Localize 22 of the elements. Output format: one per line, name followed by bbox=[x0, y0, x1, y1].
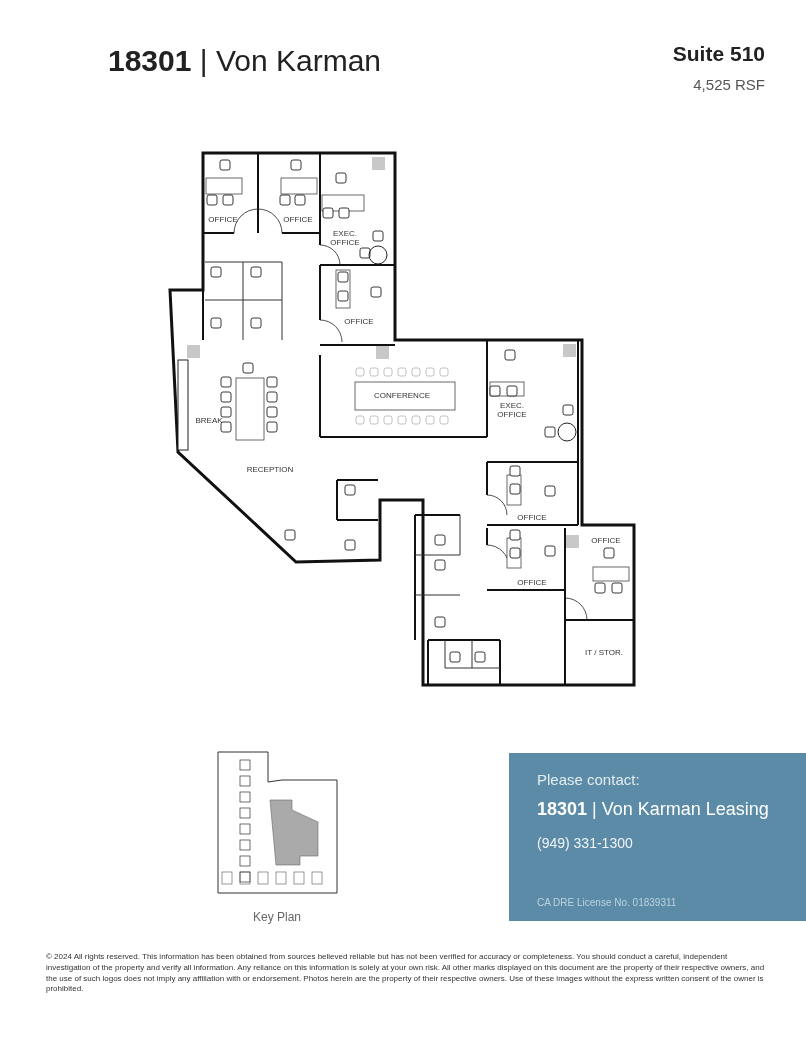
room-label: EXEC. OFFICE bbox=[496, 400, 528, 420]
room-label: EXEC. OFFICE bbox=[329, 228, 361, 248]
title: 18301 | Von Karman bbox=[108, 44, 381, 78]
key-plan-caption: Key Plan bbox=[252, 909, 302, 924]
suite-number: Suite 510 bbox=[672, 42, 765, 67]
room-label: OFFICE bbox=[516, 578, 548, 588]
contact-heading: Please contact: bbox=[537, 771, 640, 788]
room-label: OFFICE bbox=[590, 536, 622, 546]
room-label: CONFERENCE bbox=[373, 391, 431, 401]
license-number: CA DRE License No. 01839311 bbox=[537, 897, 677, 908]
room-label: RECEPTION bbox=[245, 465, 295, 475]
contact-panel bbox=[509, 753, 806, 921]
phone-number: (949) 331-1300 bbox=[537, 835, 633, 851]
area-label: 4,525 RSF bbox=[693, 76, 765, 93]
room-label: IT / STOR. bbox=[584, 647, 624, 657]
disclaimer-text: © 2024 All rights reserved. This information has been obtained from sources believed reliable but has not been verified for accuracy or completeness. You should conduct a careful, independent investigation of the property and verify all information. Any reliance on this information is solely at your own risk. All other marks displayed on this document are the property of their respective owners, and the use of such logos does not imply any affiliation with or endorsement. Photos herein are the property of their respective owners. Use of these images without the express written consent of the owner is prohibited. bbox=[46, 952, 766, 996]
contact-title: 18301 | Von Karman Leasing bbox=[537, 799, 769, 820]
room-label: OFFICE bbox=[282, 215, 314, 225]
room-label: OFFICE bbox=[343, 317, 375, 327]
room-label: OFFICE bbox=[516, 513, 548, 523]
room-label: BREAK bbox=[194, 416, 224, 426]
room-label: OFFICE bbox=[207, 215, 239, 225]
